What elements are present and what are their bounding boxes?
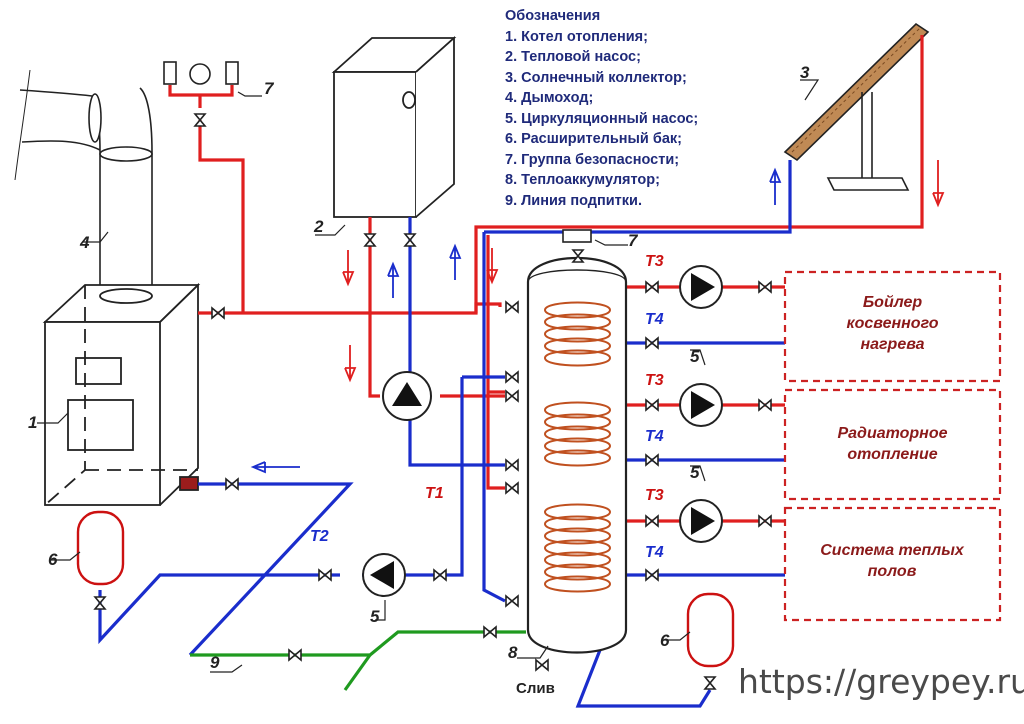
flow-arrows xyxy=(250,160,945,474)
callout-7a: 7 xyxy=(264,79,275,98)
legend-item: 3. Солнечный коллектор; xyxy=(505,69,687,86)
label-t4-b: T4 xyxy=(645,428,664,445)
heat-accumulator-tank xyxy=(526,229,628,654)
solar-collector xyxy=(783,22,930,191)
callout-3: 3 xyxy=(800,63,810,82)
zone-radiator-label: Радиаторное отопление xyxy=(837,425,948,463)
cold-pipes xyxy=(98,160,792,708)
label-t4-c: T4 xyxy=(645,544,664,561)
callout-5c: 5 xyxy=(690,463,700,482)
callout-6a: 6 xyxy=(48,550,58,569)
callout-6b: 6 xyxy=(660,631,670,650)
callout-2: 2 xyxy=(313,217,324,236)
drain-label: Слив xyxy=(516,680,555,697)
legend-title: Обозначения xyxy=(505,8,601,24)
heat-pump xyxy=(331,35,457,218)
label-t4-a: T4 xyxy=(645,311,664,328)
callout-1: 1 xyxy=(28,413,37,432)
safety-group xyxy=(163,61,239,85)
heating-boiler xyxy=(42,282,201,506)
legend: Обозначения 1. Котел отопления; 2. Тепло… xyxy=(505,6,698,211)
legend-item: 6. Расширительный бак; xyxy=(505,131,682,147)
callout-7b: 7 xyxy=(628,231,639,250)
callout-8: 8 xyxy=(508,643,518,662)
label-t3-c: T3 xyxy=(645,487,664,504)
label-t2: T2 xyxy=(310,528,329,545)
label-t1: T1 xyxy=(425,485,444,502)
callout-leaders xyxy=(37,79,820,673)
legend-item: 8. Теплоаккумулятор; xyxy=(505,172,660,188)
zone-floor-label: Система теплых полов xyxy=(820,542,964,580)
legend-item: 4. Дымоход; xyxy=(505,90,594,106)
callout-5a: 5 xyxy=(370,607,380,626)
legend-item: 9. Линия подпитки. xyxy=(505,192,642,209)
legend-item: 5. Циркуляционный насос; xyxy=(505,110,699,127)
label-t3-b: T3 xyxy=(645,372,664,389)
callout-9: 9 xyxy=(210,653,220,672)
callout-5b: 5 xyxy=(690,347,700,366)
legend-item: 1. Котел отопления; xyxy=(505,28,648,45)
legend-item: 7. Группа безопасности; xyxy=(505,151,680,168)
callout-numbers: 1 2 3 4 5 5 5 6 6 7 7 8 9 xyxy=(28,63,810,672)
watermark: https://greypey.ru xyxy=(738,662,1024,701)
makeup-line xyxy=(190,630,526,691)
expansion-tanks xyxy=(76,510,735,668)
callout-4: 4 xyxy=(79,233,90,252)
chimney xyxy=(14,69,153,292)
zone-boiler-label: Бойлер косвенного нагрева xyxy=(846,294,939,353)
consumer-zones xyxy=(783,270,1002,622)
pipe-labels: T1 T2 T3 T3 T3 T4 T4 T4 xyxy=(310,253,664,561)
label-t3-a: T3 xyxy=(645,253,664,270)
legend-item: 2. Тепловой насос; xyxy=(505,49,641,65)
